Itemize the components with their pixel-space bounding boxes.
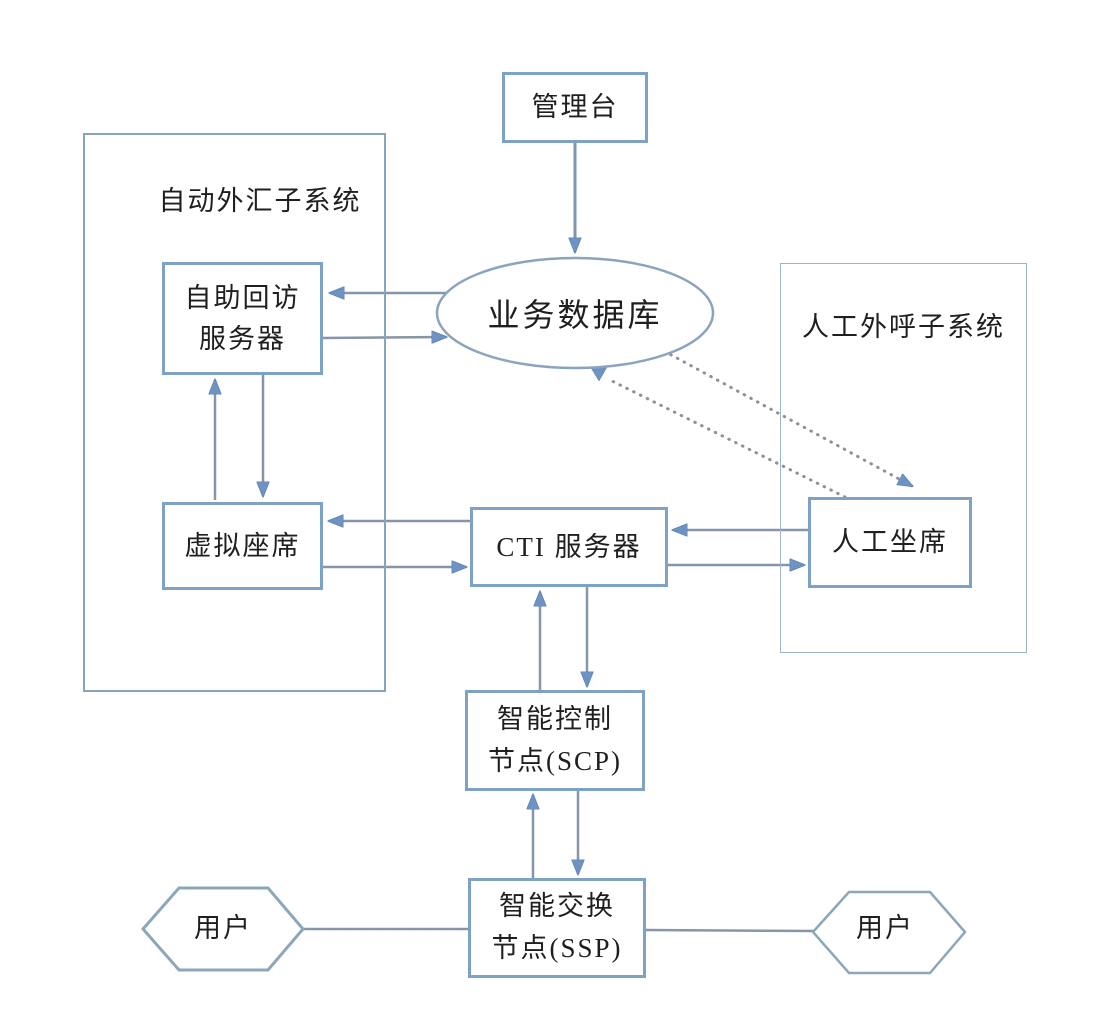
user-right-label: 用户 (825, 905, 945, 945)
manual-subsystem-label: 人工外呼子系统 (782, 304, 1025, 344)
node-manual-agent: 人工坐席 (808, 497, 972, 588)
node-manual-agent-label: 人工坐席 (832, 527, 948, 558)
node-callback-server-line2: 服务器 (199, 323, 286, 354)
manual-subsystem-label-text: 人工外呼子系统 (802, 311, 1005, 342)
connector-ssp-to-userright (645, 928, 814, 933)
user-right-label-text: 用户 (856, 912, 914, 943)
connector-db-to-manual-dotted (662, 349, 912, 488)
node-scp: 智能控制 节点(SCP) (465, 690, 645, 791)
node-ssp-line2: 节点(SSP) (491, 933, 623, 963)
node-ssp-line1: 智能交换 (499, 891, 615, 922)
node-cti-server: CTI 服务器 (470, 507, 668, 587)
node-console: 管理台 (502, 72, 648, 143)
business-db-ellipse (435, 256, 715, 370)
node-cti-server-label: CTI 服务器 (496, 531, 642, 562)
node-ssp: 智能交换 节点(SSP) (468, 878, 646, 978)
user-right-hexagon (811, 890, 967, 975)
auto-subsystem-container (83, 133, 386, 692)
user-left-label-text: 用户 (194, 912, 252, 943)
node-scp-line2: 节点(SCP) (487, 745, 623, 776)
user-left-label: 用户 (163, 905, 283, 945)
auto-subsystem-label: 自动外汇子系统 (130, 178, 390, 218)
node-virtual-agent: 虚拟座席 (162, 502, 323, 590)
node-virtual-agent-label: 虚拟座席 (184, 530, 301, 561)
connector-manual-to-db-dotted (610, 379, 847, 499)
node-callback-server-line1: 自助回访 (184, 283, 301, 313)
node-console-label: 管理台 (531, 92, 619, 123)
business-db-label-text: 业务数据库 (487, 297, 663, 333)
user-left-hexagon (141, 886, 305, 972)
node-scp-line1: 智能控制 (497, 703, 613, 734)
node-callback-server: 自助回访 服务器 (162, 262, 323, 375)
manual-subsystem-container (780, 263, 1027, 653)
auto-subsystem-label-text: 自动外汇子系统 (158, 185, 362, 216)
business-db-label: 业务数据库 (457, 291, 693, 335)
